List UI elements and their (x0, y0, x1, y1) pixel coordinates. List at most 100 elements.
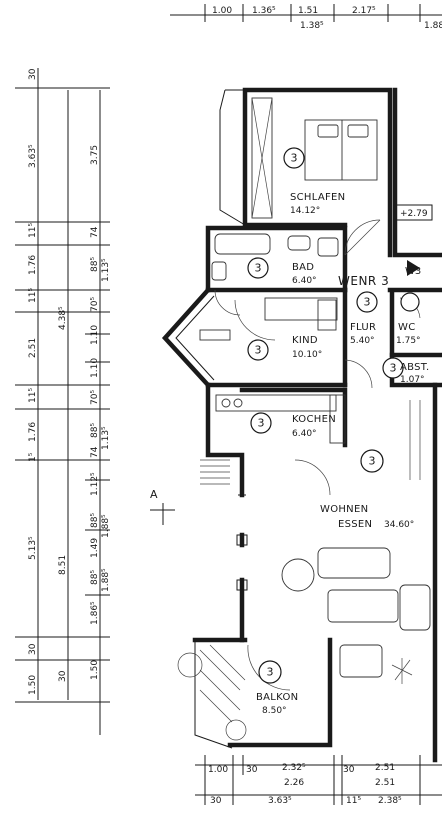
dim-inner-7: 1.10 (90, 358, 100, 378)
dim-inner-19: 30 (58, 670, 68, 682)
dim-left-5: 11⁵ (28, 288, 38, 303)
section-marker: A (150, 488, 175, 525)
dim-left-6: 2.51 (28, 338, 38, 358)
bottom-dimension-chains: 1.00 30 2.32⁵ 30 2.51 2.26 2.51 30 3.63⁵… (195, 755, 442, 806)
dim-inner-11: 74 (90, 446, 100, 458)
dim-top-6: 1.88 (424, 21, 442, 31)
dim-bottom-1: 1.00 (208, 765, 228, 775)
door-swings (214, 219, 421, 691)
dim-inner-8: 70⁵ (90, 390, 100, 405)
dim-inner-18: 1.86⁵ (90, 601, 100, 625)
dim-inner-12: 1.12⁵ (90, 472, 100, 496)
room-name-abst: ABST. (400, 362, 429, 373)
room-name-kind: KIND (292, 335, 318, 346)
dim-bottom-3: 2.32⁵ (282, 763, 306, 773)
dim-inner-15: 1.49 (90, 538, 100, 558)
dim-left-8: 1.76 (28, 422, 38, 442)
dim-inner-10: 1.13⁵ (101, 426, 111, 450)
dim-top-4: 1.38⁵ (300, 21, 324, 31)
room-area-abst: 1.07° (400, 375, 425, 385)
room-badge-abst: 3 (382, 357, 404, 379)
room-area-wc: 1.75° (396, 336, 421, 346)
level-marker-box (395, 204, 433, 221)
dim-bottom-6: 2.26 (284, 778, 304, 788)
walls (161, 87, 442, 763)
dim-left-3: 11⁵ (28, 223, 38, 238)
room-name-schlafen: SCHLAFEN (290, 192, 345, 203)
dim-left-2: 3.63⁵ (28, 144, 38, 168)
svg-text:3: 3 (255, 344, 262, 357)
room-badge-schlafen: 3 (283, 147, 305, 169)
room-area-bad: 6.40° (292, 276, 317, 286)
dim-bottom-11: 2.38⁵ (378, 796, 402, 806)
dim-inner-4: 1.13⁵ (101, 258, 111, 282)
room-area-kind: 10.10° (292, 350, 322, 360)
room-name-wc: WC (398, 322, 415, 333)
dim-left-10: 5.13⁵ (28, 536, 38, 560)
dim-top-2: 1.36⁵ (252, 6, 276, 16)
dim-top-3: 1.51 (298, 6, 318, 16)
dim-inner-1: 3.75 (90, 145, 100, 165)
room-area-kochen: 6.40° (292, 429, 317, 439)
level-marker: +2.79 (400, 209, 428, 219)
dim-left-12: 1.50 (28, 675, 38, 695)
dim-inner-3: 88⁵ (90, 257, 100, 272)
dim-bottom-2: 30 (246, 765, 258, 775)
left-dimension-chains: 30 3.63⁵ 11⁵ 1.76 11⁵ 2.51 11⁵ 1.76 1⁵ 5… (15, 68, 111, 735)
room-badge-balkon: 3 (258, 660, 282, 684)
dim-inner-20: 1.50 (90, 660, 100, 680)
dim-inner-5: 70⁵ (90, 297, 100, 312)
room-area-wohnen: 34.60° (384, 520, 414, 530)
dim-inner-14: 1.88⁵ (101, 514, 111, 538)
room-badge-kochen: 3 (250, 412, 272, 434)
svg-text:3: 3 (291, 152, 298, 165)
dim-left-1: 30 (28, 68, 38, 80)
room-area-balkon: 8.50° (262, 706, 287, 716)
section-marker-label: A (150, 488, 158, 501)
svg-text:3: 3 (258, 417, 265, 430)
dim-bottom-7: 2.51 (375, 778, 395, 788)
room-name-balkon: BALKON (256, 692, 298, 703)
dim-top-5: 2.17⁵ (352, 6, 376, 16)
room-area-schlafen: 14.12° (290, 206, 320, 216)
room-name-bad: BAD (292, 262, 314, 273)
dim-left-9: 1⁵ (28, 452, 38, 462)
svg-text:3: 3 (390, 362, 397, 375)
svg-text:3: 3 (267, 666, 274, 679)
room-name-kochen: KOCHEN (292, 414, 336, 425)
svg-text:3: 3 (364, 296, 371, 309)
svg-text:3: 3 (255, 262, 262, 275)
room-area-flur: 5.40° (350, 336, 375, 346)
w3-label: W3 (405, 266, 421, 277)
room-badge-wc (400, 292, 420, 312)
svg-text:3: 3 (369, 455, 376, 468)
dim-bottom-4: 30 (343, 765, 355, 775)
dim-inner-6: 1.10 (90, 325, 100, 345)
dim-inner-17: 1.88⁵ (101, 568, 111, 592)
dim-inner-13: 88⁵ (90, 513, 100, 528)
fixtures (177, 97, 431, 741)
dim-top-1: 1.00 (212, 6, 232, 16)
dim-inner-16: 88⁵ (90, 570, 100, 585)
dim-bottom-9: 3.63⁵ (268, 796, 292, 806)
room-name-flur: FLUR (350, 322, 376, 333)
dim-inner-9: 88⁵ (90, 423, 100, 438)
dim-bottom-5: 2.51 (375, 763, 395, 773)
room-badge-wohnen: 3 (360, 449, 384, 473)
room-name-essen: ESSEN (338, 519, 372, 530)
w3-marker: W3 (405, 260, 421, 277)
dim-bottom-8: 30 (210, 796, 222, 806)
dim-bottom-10: 11⁵ (346, 796, 361, 806)
room-badge-bad: 3 (247, 257, 269, 279)
room-badge-kind: 3 (247, 339, 269, 361)
room-name-wohnen: WOHNEN (320, 504, 368, 515)
apartment-label: WENR 3 (338, 274, 389, 288)
dim-left-11: 30 (28, 643, 38, 655)
dim-left-7: 11⁵ (28, 388, 38, 403)
dim-left-4: 1.76 (28, 255, 38, 275)
dim-mid-1: 4.38⁵ (58, 306, 68, 330)
dim-inner-2: 74 (90, 226, 100, 238)
dim-mid-2: 8.51 (58, 555, 68, 575)
top-dimension-chain: 1.00 1.36⁵ 1.51 1.38⁵ 2.17⁵ 1.88 (170, 4, 442, 31)
